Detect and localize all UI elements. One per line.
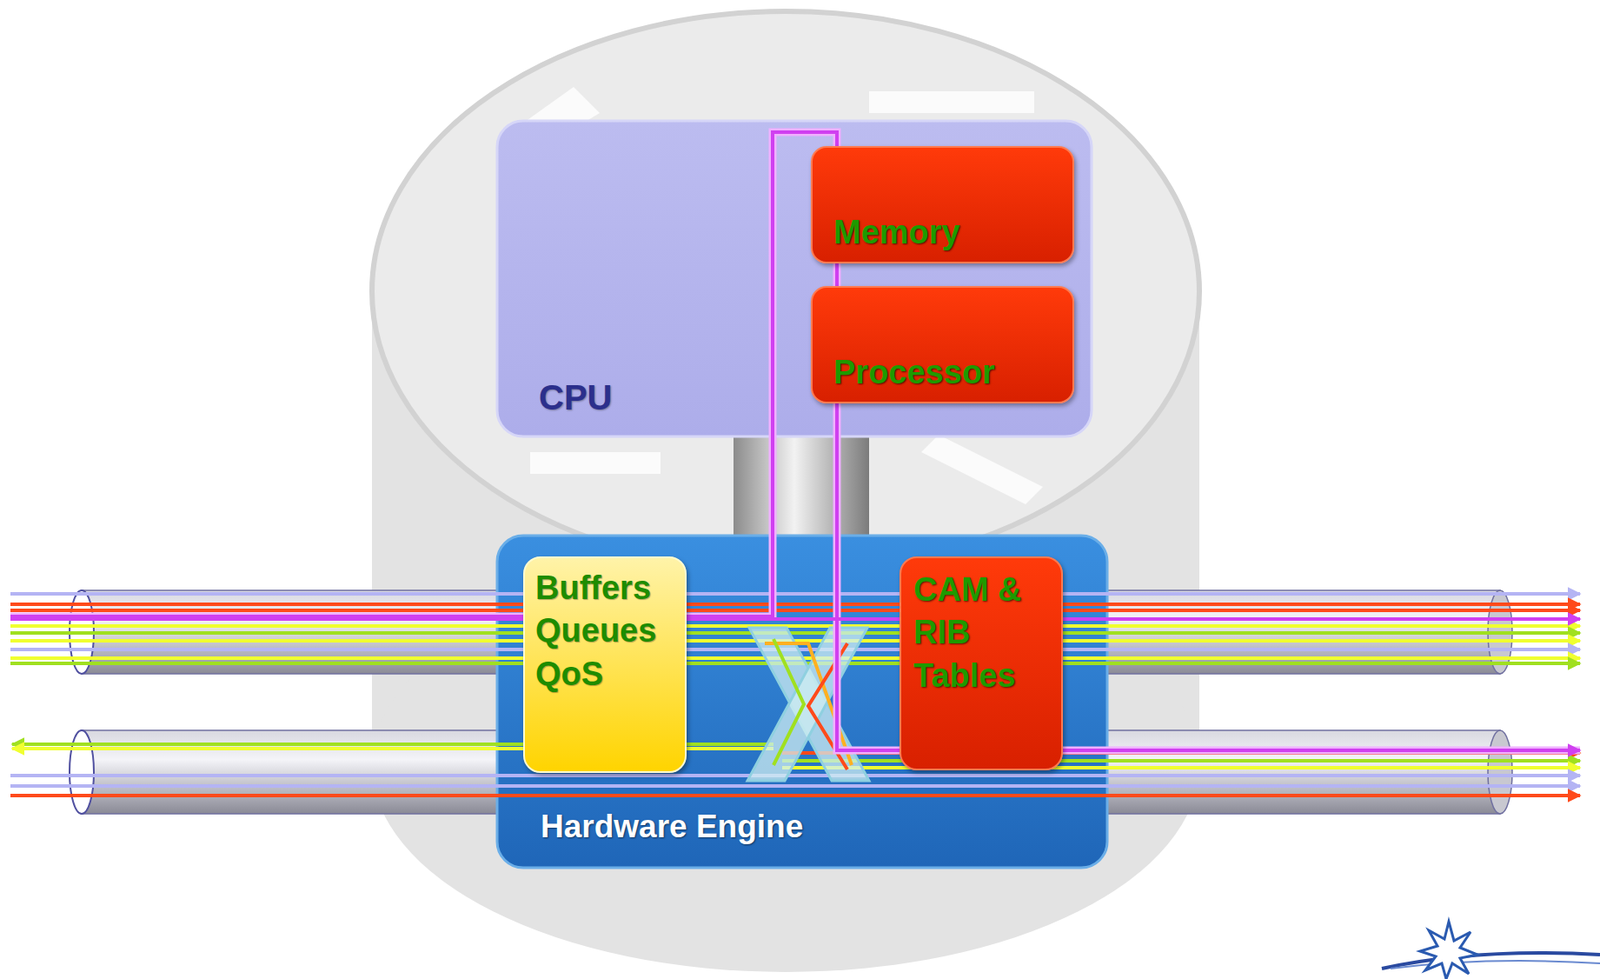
- node-label: CPU: [538, 378, 612, 418]
- memory-box: Memory: [810, 146, 1075, 264]
- traffic-flow: [10, 591, 1581, 596]
- crossbar-symbol: [747, 627, 870, 781]
- table-box: CAM & RIB Tables: [899, 556, 1063, 771]
- traffic-flow: [10, 608, 1581, 612]
- traffic-flow: [10, 783, 1581, 788]
- engine-panel: [497, 535, 1108, 868]
- node-label: Hardware Engine: [540, 808, 804, 845]
- cpu-box: CPU MemoryProcessor: [497, 120, 1092, 437]
- punt-path-outline: [10, 132, 1581, 751]
- node-label: Processor: [833, 352, 996, 393]
- node-label: Memory: [833, 212, 961, 253]
- traffic-flow: [782, 765, 1581, 770]
- cpu-punt-path: [10, 132, 1581, 751]
- traffic-flow: [10, 773, 1581, 777]
- traffic-flow: [10, 617, 1581, 621]
- punt-path: [10, 132, 1581, 751]
- traffic-flow: [10, 624, 1581, 628]
- processor-box: Processor: [810, 285, 1075, 404]
- cpu-panel: [497, 120, 1092, 437]
- buffer-box: Buffers Queues QoS: [523, 556, 687, 773]
- traffic-flow: [10, 630, 1581, 635]
- traffic-flow: [10, 602, 1581, 606]
- node-label: Buffers Queues QoS: [535, 566, 677, 696]
- node-label: CAM & RIB Tables: [913, 568, 1053, 698]
- cpu-bus-pillar: [733, 436, 870, 536]
- hardware-engine-box: Hardware Engine Buffers Queues QoS CAM & R…: [497, 535, 1108, 868]
- traffic-flow: [10, 793, 1581, 797]
- cylinder-top: [371, 11, 1200, 571]
- logo: [1381, 921, 1600, 979]
